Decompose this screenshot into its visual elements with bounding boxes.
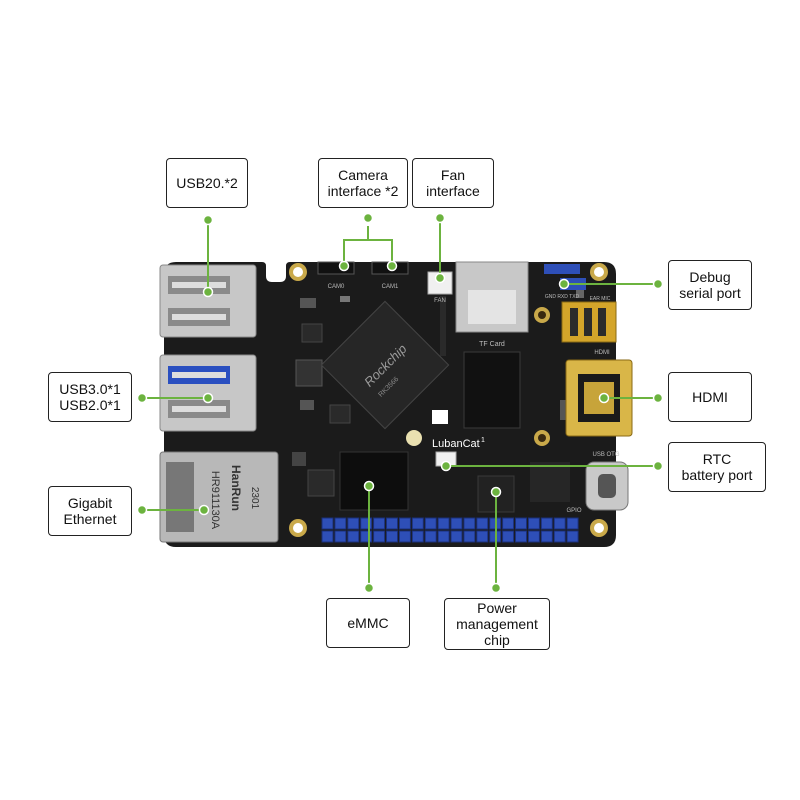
callout-lines [142,220,656,586]
ethernet-port: HanRun HR911130A 2301 [159,451,279,543]
eth-date-text: 2301 [249,487,260,510]
label-usb30: USB3.0*1 USB2.0*1 [48,372,132,422]
gpio-pin [321,517,334,530]
ram-chip [463,351,521,429]
gpio-pin [386,530,398,543]
gpio-pin [411,530,424,543]
label-camera: Camera interface *2 [318,158,408,208]
gpio-pin [347,517,360,530]
gpio-pin [476,517,489,530]
label-ethernet: Gigabit Ethernet [48,486,132,536]
gpio-pin [334,530,347,543]
board-version-text: 1 [481,437,485,444]
hdmi-board-text: HDMI [594,350,610,356]
gpio-pin [476,530,489,543]
gpio-pin [373,517,386,530]
cam1-text: CAM1 [382,284,399,290]
gpio-pin [437,517,450,530]
eth-brand-text: HanRun [229,465,243,511]
gpio-pin [360,517,373,530]
gpio-pin [450,530,463,543]
gpio-pin [398,530,411,543]
label-hdmi: HDMI [668,372,752,422]
gpio-pin [347,530,360,543]
gpio-pin [386,517,398,530]
cam0-text: CAM0 [328,284,345,290]
gpio-pin [566,530,579,543]
gpio-pin [424,517,437,530]
emmc-chip [339,451,409,511]
gpio-pin [450,517,463,530]
debug-pins-text: GND RXD TXD [545,294,580,300]
gpio-pin [360,530,373,543]
gpio-pin [553,530,566,543]
gpio-pin [540,530,553,543]
gpio-pin [527,517,540,530]
fan-text: FAN [434,298,446,304]
usb-otg-text: USB OTG [592,452,619,458]
gpio-pin [463,530,476,543]
gpio-pin [566,517,579,530]
gpio-pin [540,517,553,530]
callout-dots [136,212,664,594]
tf-card-slot: TF Card [455,261,529,348]
gpio-pin [373,530,386,543]
lubancat-logo: LubanCat 1 [432,410,485,450]
gpio-pin [515,517,527,530]
audio-text: EAR MIC [590,296,611,302]
board-brand-text: LubanCat [432,438,480,450]
label-rtc: RTC battery port [668,442,766,492]
gpio-pin [515,530,527,543]
gpio-text: GPIO [566,508,581,514]
gpio-pin [321,530,334,543]
gpio-pin [334,517,347,530]
label-pmic: Power management chip [444,598,550,650]
gpio-pin [463,517,476,530]
gpio-pin [398,517,411,530]
gpio-pin [424,530,437,543]
gpio-pin [553,517,566,530]
gpio-pin [437,530,450,543]
label-usb20: USB20.*2 [166,158,248,208]
gpio-header [321,517,579,543]
gpio-pin [527,530,540,543]
audio-jack: EAR MIC [561,296,617,343]
usb-otg-port: USB OTG [585,452,629,511]
soc-chip: Rockchip RK3566 [320,300,450,430]
hdmi-port: HDMI [565,350,633,437]
tf-text: TF Card [479,341,505,348]
label-debug: Debug serial port [668,260,752,310]
gpio-pin [411,517,424,530]
label-emmc: eMMC [326,598,410,648]
eth-part-text: HR911130A [209,471,221,530]
label-fan: Fan interface [412,158,494,208]
usb20-port [159,264,257,338]
gpio-pin [502,530,515,543]
gpio-pin [502,517,515,530]
